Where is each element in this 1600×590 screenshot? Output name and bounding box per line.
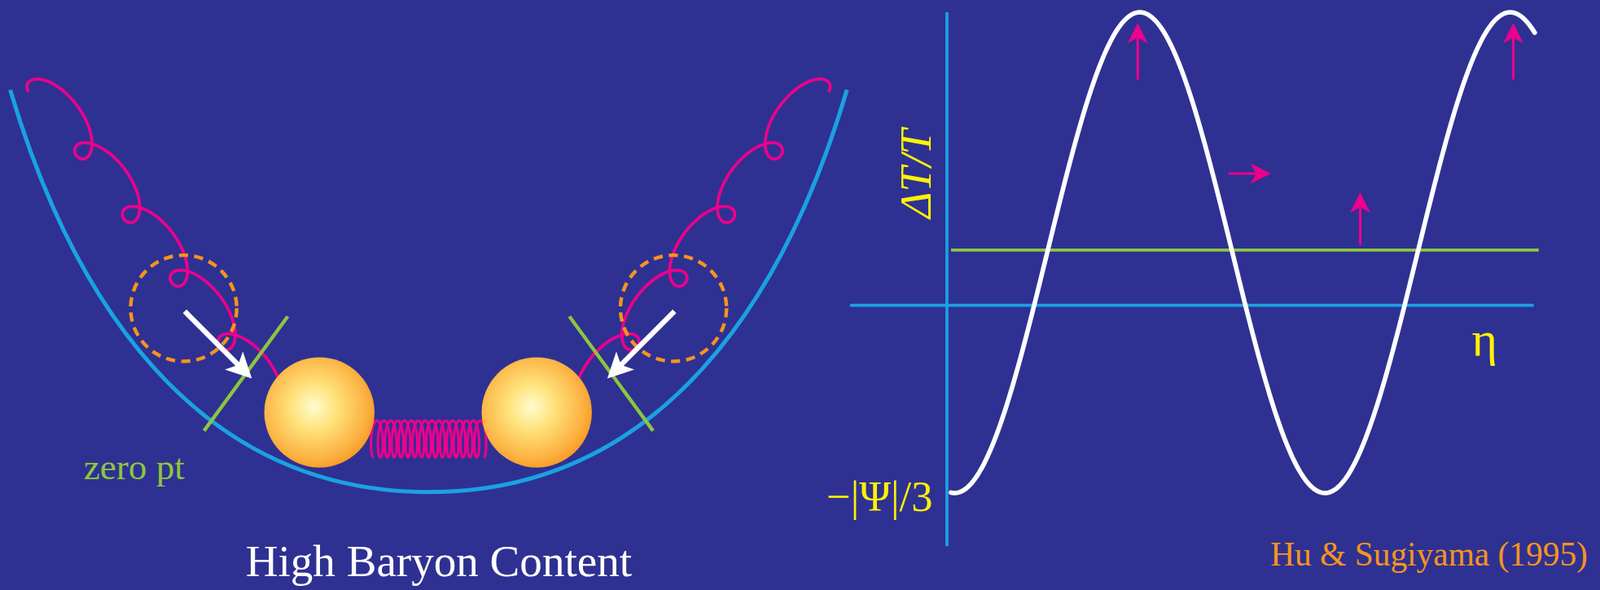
potential-well [10,89,848,492]
citation: Hu & Sugiyama (1995) [1270,535,1588,574]
spring-coil [371,420,487,457]
pink-arrow [1512,30,1515,80]
axis-value: −|Ψ|/3 [826,473,933,521]
force-arrow [184,311,243,369]
baryon-ball [264,356,375,467]
dashed-circle [620,254,727,361]
panel-title: High Baryon Content [245,536,632,587]
zero-point-level [951,248,1539,252]
zero-point-label: zero pt [83,447,185,488]
baryon-ball [482,356,592,467]
pink-arrow [1358,200,1362,246]
y-axis [945,12,949,546]
spring-coil [574,78,831,414]
pink-arrow [1228,171,1264,175]
pink-arrow [1136,30,1140,80]
axis-label: η [1472,311,1498,366]
x-axis [850,303,1535,307]
temperature-curve [951,12,1535,493]
spring-coil [26,78,284,414]
axis-label: ΔT/T [891,129,942,219]
force-arrow [616,311,675,369]
